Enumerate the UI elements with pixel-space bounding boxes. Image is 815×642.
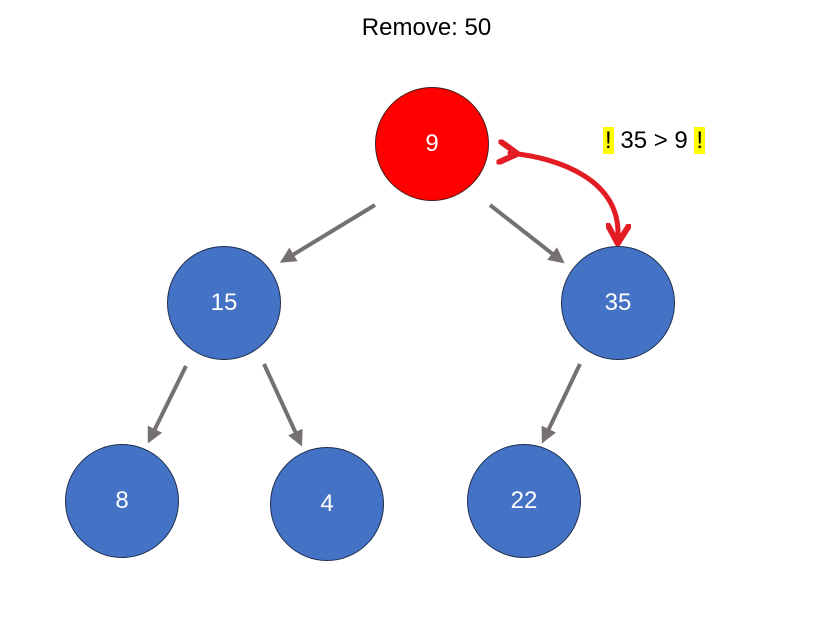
comparison-note: ! 35 > 9 ! (603, 127, 706, 155)
node-left: 15 (167, 246, 281, 360)
edge-15-4 (262, 363, 303, 447)
node-left-left: 8 (65, 444, 179, 558)
diagram-title: Remove: 50 (361, 14, 492, 41)
swap-arrow (510, 153, 618, 236)
edge-9-15 (279, 203, 377, 263)
node-right-left: 22 (467, 444, 581, 558)
edge-15-8 (147, 365, 188, 444)
node-right: 35 (561, 246, 675, 360)
edge-9-35 (488, 203, 565, 264)
node-left-right: 4 (270, 447, 384, 561)
edge-35-22 (541, 363, 582, 444)
warning-mark-left: ! (603, 127, 614, 154)
warning-mark-right: ! (694, 127, 706, 154)
node-root: 9 (375, 87, 489, 201)
comparison-text: 35 > 9 (613, 127, 695, 154)
